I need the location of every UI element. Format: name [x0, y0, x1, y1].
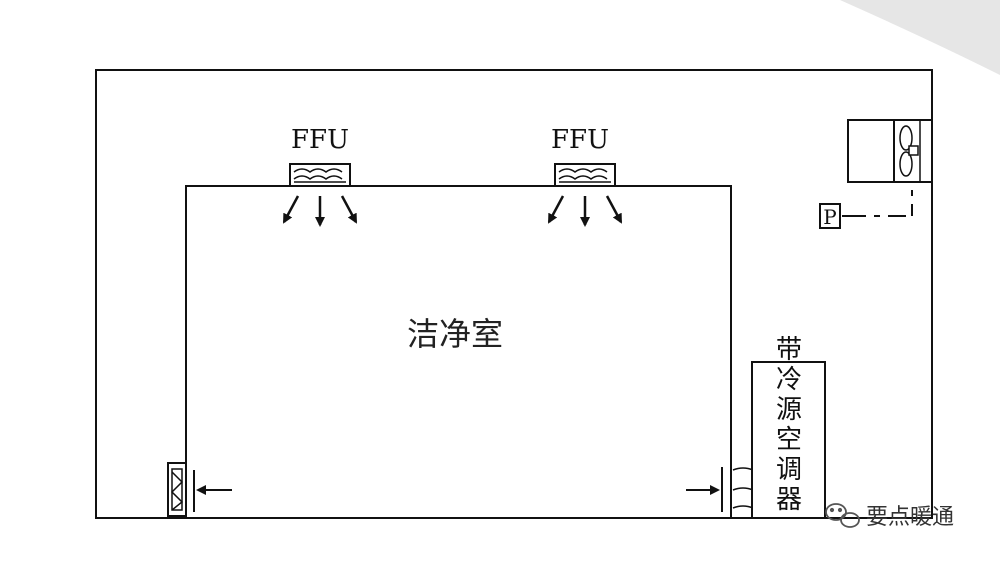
ac-unit-char-6: 器: [776, 485, 802, 515]
pressure-sensor-label: P: [823, 205, 836, 229]
ac-unit-char-5: 调: [776, 455, 802, 485]
ffu-right: [554, 163, 616, 187]
ac-unit-char-3: 源: [776, 395, 802, 425]
return-air-arrow-left: [193, 470, 232, 512]
pressure-control-line: [842, 190, 913, 217]
ffu-left-airflow-arrows: [282, 195, 358, 227]
return-air-grille: [167, 462, 187, 517]
corner-arc-decoration: [840, 0, 1000, 75]
flexible-duct-connector: [732, 467, 754, 509]
ac-unit-char-2: 冷: [776, 365, 802, 395]
ffu-left: [289, 163, 351, 187]
ac-unit-label: 带 冷 源 空 调 器: [776, 335, 802, 515]
clean-room-label: 洁净室: [407, 315, 503, 353]
ffu-left-label: FFU: [291, 125, 349, 155]
clean-room: [185, 185, 732, 519]
return-air-arrow-right: [686, 467, 723, 512]
watermark-text: 要点暖通: [866, 505, 954, 530]
ac-unit-char-4: 空: [776, 425, 802, 455]
watermark: 要点暖通: [825, 503, 954, 530]
ac-unit-char-1: 带: [776, 335, 802, 365]
ffu-right-label: FFU: [551, 125, 609, 155]
ac-unit: [751, 361, 826, 519]
pressure-sensor-box: [819, 203, 841, 229]
ffu-right-airflow-arrows: [547, 195, 623, 227]
exhaust-fan-unit: [847, 119, 933, 183]
wechat-icon: [825, 503, 860, 528]
